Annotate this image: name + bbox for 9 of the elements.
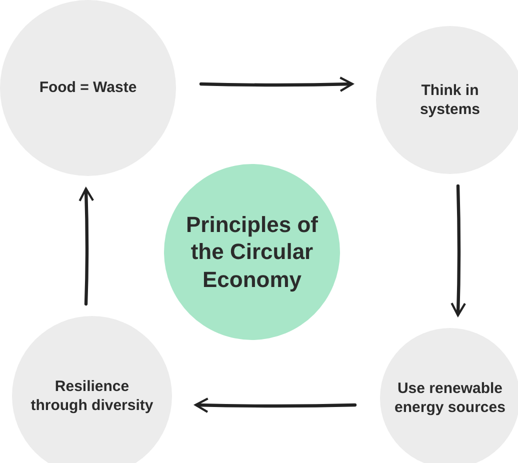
arrow bbox=[450, 184, 466, 316]
arrow bbox=[78, 188, 94, 306]
title-text: Principles of the Circular Economy bbox=[184, 210, 320, 294]
arrow bbox=[199, 76, 354, 92]
principle-label: Resilience through diversity bbox=[30, 376, 154, 416]
principle-label: Think in systems bbox=[418, 80, 482, 120]
arrow bbox=[194, 398, 357, 413]
principle-label: Use renewable energy sources bbox=[394, 378, 506, 418]
principle-label: Food = Waste bbox=[39, 78, 137, 98]
